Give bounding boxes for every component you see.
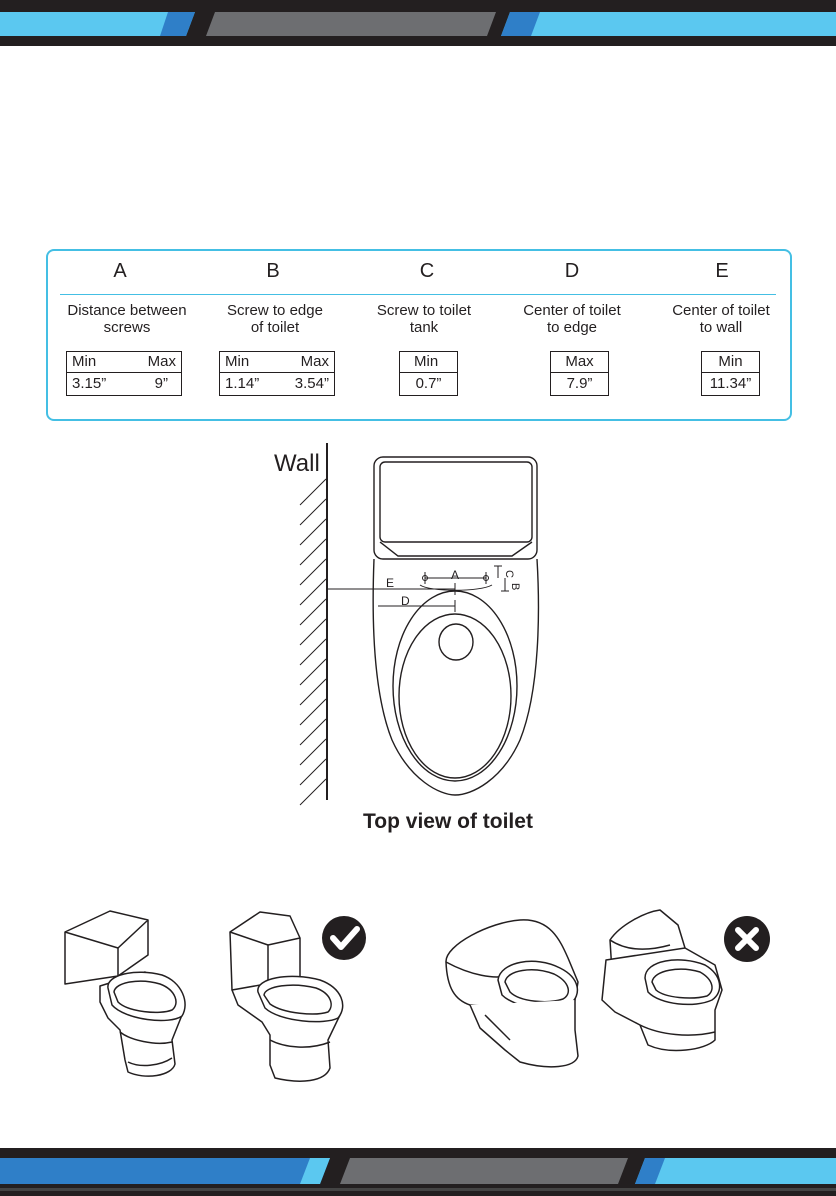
label-b: B [509, 583, 521, 590]
col-c-min-header: Min [400, 352, 458, 373]
col-a-max-value: 9” [155, 373, 168, 395]
col-c-letter: C [347, 258, 507, 284]
col-c-desc-line1: Screw to toilet [344, 302, 504, 319]
label-a: A [451, 568, 459, 582]
col-e-min-header: Min [702, 352, 760, 373]
angled-toilet-illustration [596, 905, 726, 1075]
top-view-diagram: A C B E D [270, 440, 560, 810]
col-b-desc-line2: of toilet [195, 319, 355, 336]
col-e-desc-line1: Center of toilet [641, 302, 801, 319]
col-e-header: E [642, 258, 802, 284]
col-a-max-header: Max [148, 352, 176, 372]
check-mark-icon [320, 915, 368, 963]
bottom-decorative-band [0, 1148, 836, 1196]
col-b-max-header: Max [301, 352, 329, 372]
col-d-max-value: 7.9” [551, 373, 609, 396]
col-a-desc-line2: screws [47, 319, 207, 336]
label-e: E [386, 576, 394, 590]
col-b-description: Screw to edge of toilet [195, 302, 355, 336]
col-e-desc-line2: to wall [641, 319, 801, 336]
col-a-min-header: Min [72, 352, 96, 372]
col-d-value-table: Max 7.9” [550, 351, 609, 396]
col-b-value-table: Min Max 1.14” 3.54” [219, 351, 335, 396]
col-b-min-header: Min [225, 352, 249, 372]
col-a-header: A [40, 258, 200, 284]
col-c-description: Screw to toilet tank [344, 302, 504, 336]
col-d-desc-line2: to edge [492, 319, 652, 336]
col-d-letter: D [492, 258, 652, 284]
spec-divider [60, 294, 776, 295]
bowl-outline [373, 559, 538, 795]
col-c-min-value: 0.7” [400, 373, 458, 396]
tank-outline [374, 457, 537, 559]
two-piece-toilet-illustration [55, 900, 190, 1080]
col-d-desc-line1: Center of toilet [492, 302, 652, 319]
wall-hatching [300, 479, 326, 805]
col-c-header: C [347, 258, 507, 284]
col-a-description: Distance between screws [47, 302, 207, 336]
col-b-letter: B [193, 258, 353, 284]
x-mark-icon [723, 915, 771, 963]
col-d-description: Center of toilet to edge [492, 302, 652, 336]
col-e-letter: E [642, 258, 802, 284]
col-a-value-table: Min Max 3.15” 9” [66, 351, 182, 396]
col-c-desc-line2: tank [344, 319, 504, 336]
col-d-header: D [492, 258, 652, 284]
col-e-description: Center of toilet to wall [641, 302, 801, 336]
col-a-min-value: 3.15” [72, 373, 106, 395]
col-b-header: B [193, 258, 353, 284]
diagram-caption: Top view of toilet [363, 810, 533, 834]
col-c-value-table: Min 0.7” [399, 351, 458, 396]
col-d-max-header: Max [551, 352, 609, 373]
col-b-max-value: 3.54” [295, 373, 329, 395]
col-a-letter: A [40, 258, 200, 284]
col-b-desc-line1: Screw to edge [195, 302, 355, 319]
drain-hole [439, 624, 473, 660]
col-e-min-value: 11.34” [702, 373, 760, 396]
col-e-value-table: Min 11.34” [701, 351, 760, 396]
col-a-desc-line1: Distance between [47, 302, 207, 319]
seat-outline [393, 591, 517, 781]
col-b-min-value: 1.14” [225, 373, 259, 395]
rounded-toilet-illustration [440, 905, 585, 1075]
label-d: D [401, 594, 410, 608]
top-decorative-band [0, 0, 836, 46]
label-c: C [503, 570, 515, 578]
